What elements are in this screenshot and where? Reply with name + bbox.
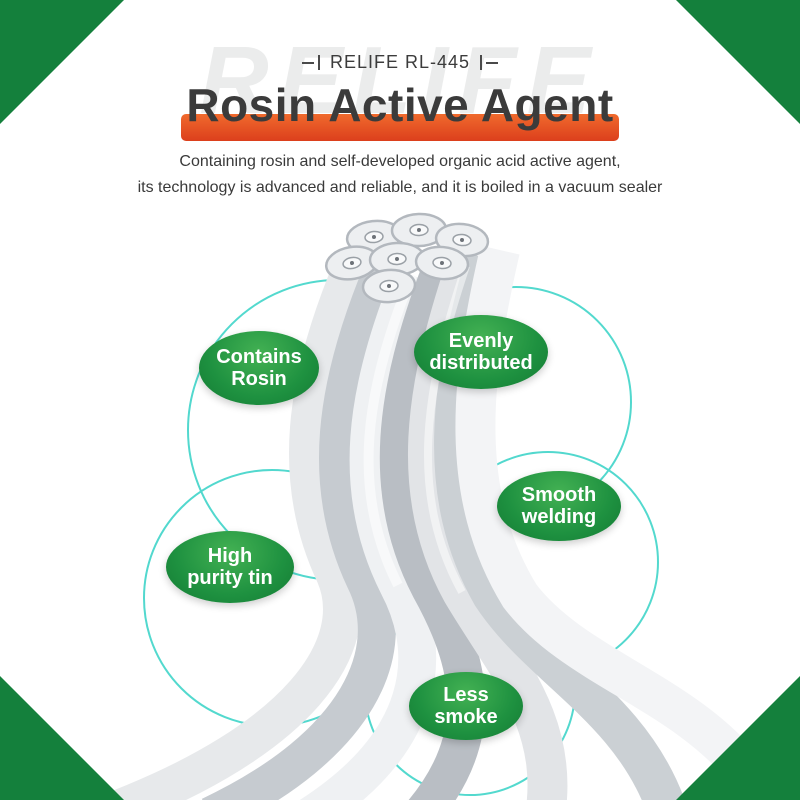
badge-label-line: distributed [429,352,533,374]
badge-label-line: smoke [434,706,498,728]
badge-label-line: Smooth [521,483,597,506]
feature-badge-high-purity-tin: High purity tin [166,531,294,603]
page-title: Rosin Active Agent [186,79,614,131]
badge-label-line: welding [521,506,597,528]
wire-cross-sections [324,212,490,304]
bracket-left-icon [301,55,320,70]
model-badge: RELIFE RL-445 [0,52,800,73]
badge-label-line: Contains [216,345,302,368]
badge-label-line: Less [443,683,489,706]
subtitle-line-2: its technology is advanced and reliable,… [137,179,663,197]
title-highlight-bar [181,114,619,141]
subtitle: Containing rosin and self-developed orga… [0,149,800,202]
subtitle-line-1: Containing rosin and self-developed orga… [179,153,621,170]
feature-badge-smooth-welding: Smooth welding [497,471,621,541]
title-block: Rosin Active Agent [0,78,800,148]
feature-badge-less-smoke: Less smoke [409,672,523,740]
badge-label-line: Evenly [448,329,514,352]
badge-label-line: Rosin [231,368,287,390]
bracket-right-icon [480,55,499,70]
badge-label-line: purity tin [187,567,273,589]
feature-badge-evenly-distributed: Evenly distributed [414,315,548,389]
badge-label-line: High [207,544,253,567]
model-badge-label: RELIFE RL-445 [329,52,471,72]
feature-badge-contains-rosin: Contains Rosin [199,331,319,405]
